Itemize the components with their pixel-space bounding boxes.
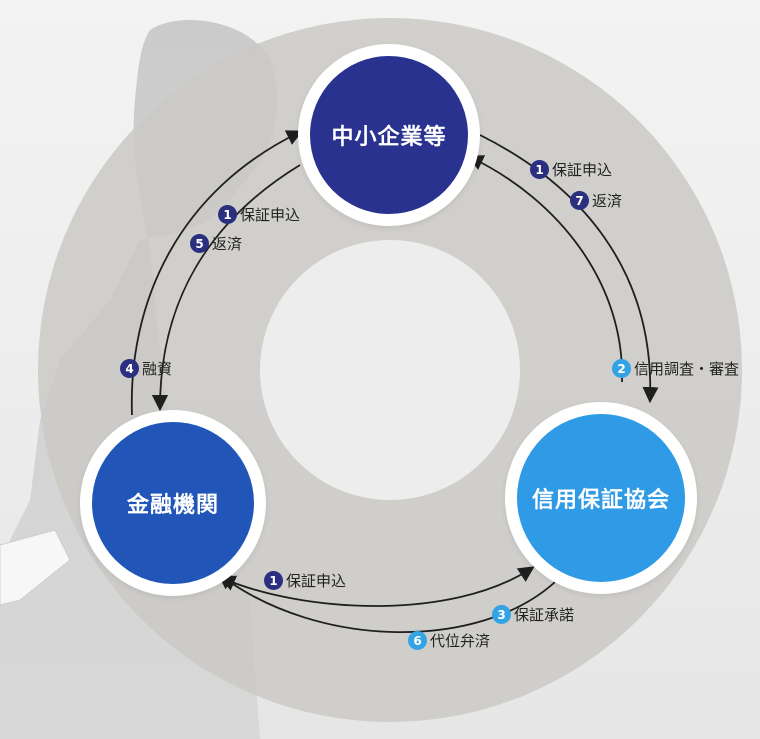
node-bank-circle: 金融機関 [92, 422, 254, 584]
step-text: 返済 [212, 235, 243, 253]
step-number-badge: 1 [218, 205, 237, 224]
step-number-badge: 4 [120, 359, 139, 378]
step-number-badge: 6 [408, 631, 427, 650]
arrow-sme-to-bank [151, 164, 301, 412]
node-guarantee-circle: 信用保証協会 [517, 414, 685, 582]
step-number-badge: 5 [190, 234, 209, 253]
step-label-1-sme-bank: 1 保証申込 [218, 204, 300, 225]
arrow-sme-to-guarantee [479, 134, 659, 404]
node-bank-label: 金融機関 [126, 493, 219, 518]
step-text: 保証申込 [286, 572, 347, 590]
step-text: 保証承諾 [514, 606, 575, 624]
step-text: 保証申込 [240, 206, 301, 224]
step-label-5: 5 返済 [190, 233, 242, 254]
step-number-badge: 7 [570, 191, 589, 210]
node-sme-circle: 中小企業等 [310, 56, 468, 214]
node-guarantee: 信用保証協会 [505, 402, 697, 594]
step-label-1-bank-guarantee: 1 保証申込 [264, 570, 346, 591]
step-text: 返済 [592, 192, 623, 210]
step-text: 融資 [142, 360, 173, 378]
arrow-bank-guarantee-apply [219, 566, 535, 607]
step-number-badge: 1 [530, 160, 549, 179]
arrow-guarantee-to-sme [467, 155, 623, 383]
node-bank: 金融機関 [80, 410, 266, 596]
node-sme: 中小企業等 [298, 44, 480, 226]
step-number-badge: 3 [492, 605, 511, 624]
node-sme-label: 中小企業等 [331, 125, 447, 150]
step-label-4: 4 融資 [120, 358, 172, 379]
step-number-badge: 2 [612, 359, 631, 378]
step-text: 信用調査・審査 [634, 360, 740, 378]
ring-hole [260, 240, 520, 500]
arrow-guarantee-to-bank [217, 573, 556, 634]
step-label-1-sme-guarantee: 1 保証申込 [530, 159, 612, 180]
step-label-3: 3 保証承諾 [492, 604, 574, 625]
step-label-7: 7 返済 [570, 190, 622, 211]
step-number-badge: 1 [264, 571, 283, 590]
node-guarantee-label: 信用保証協会 [531, 488, 670, 513]
step-text: 保証申込 [552, 161, 613, 179]
step-label-6: 6 代位弁済 [408, 630, 490, 651]
step-label-2: 2 信用調査・審査 [612, 358, 739, 379]
paper-illustration [0, 529, 71, 606]
step-text: 代位弁済 [430, 632, 491, 650]
